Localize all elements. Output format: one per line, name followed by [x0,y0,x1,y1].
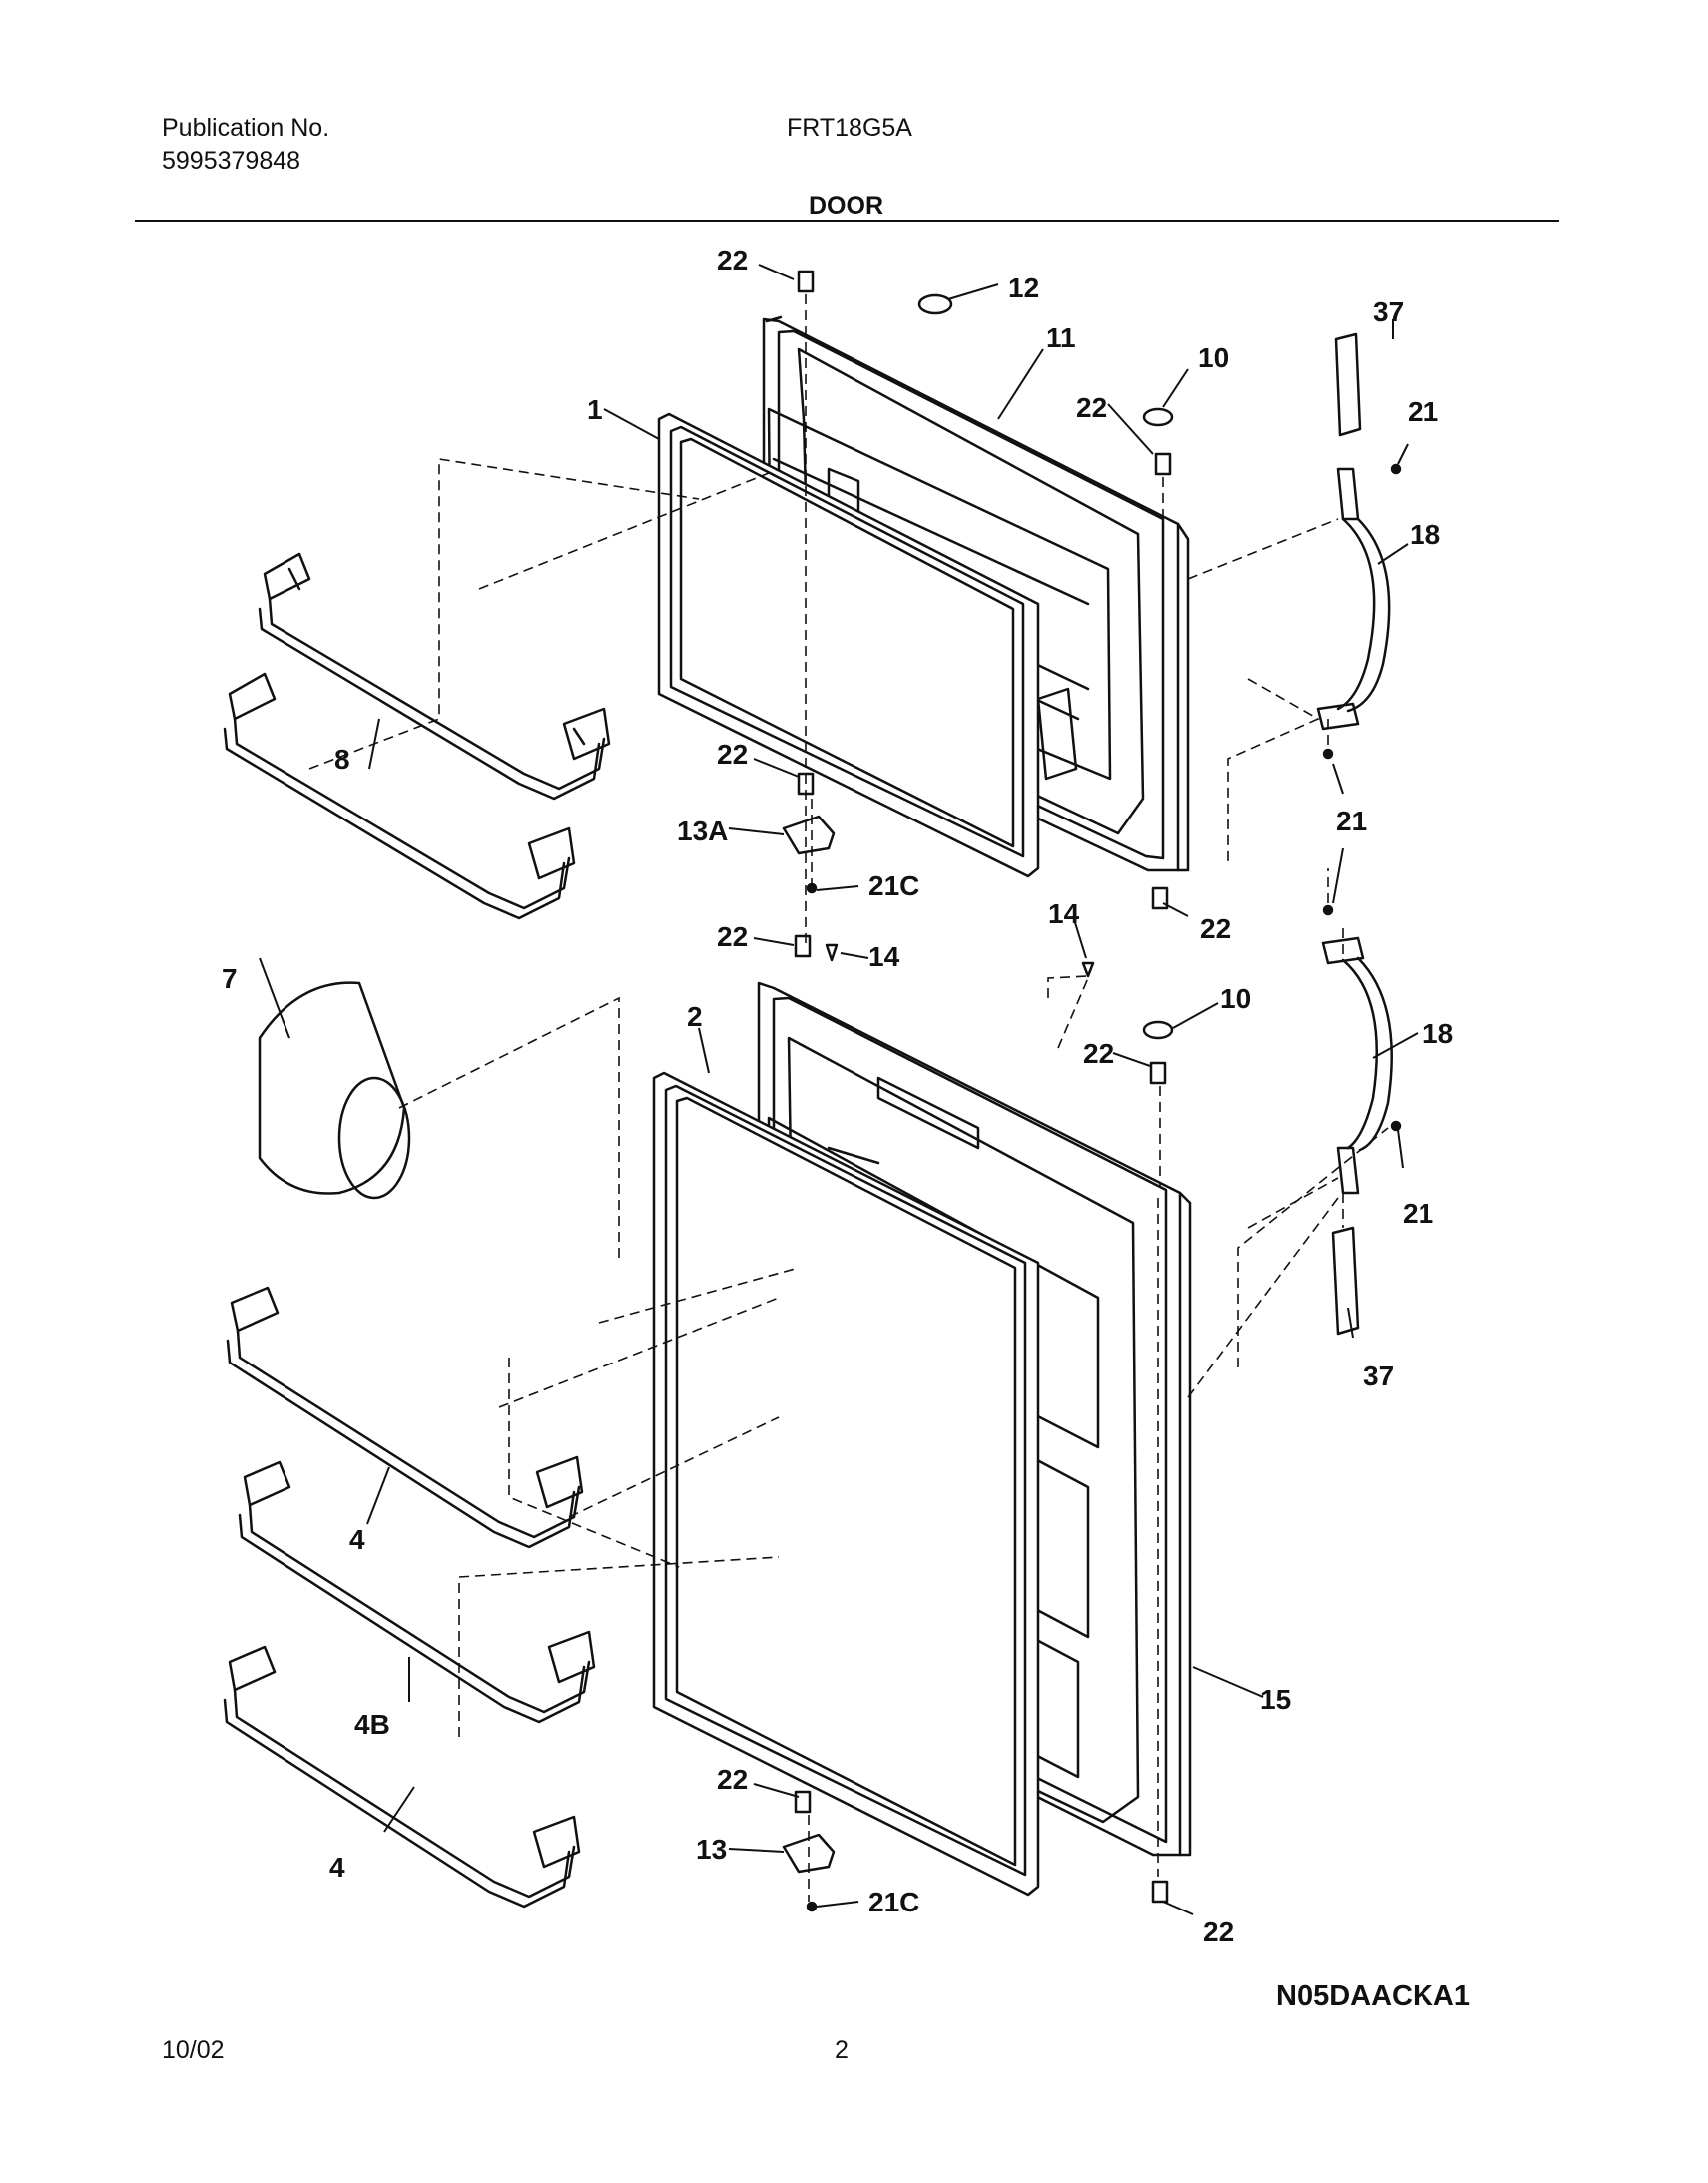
assembly-lines [308,294,1389,1902]
fresh-food-door-shelf-drawing [226,1286,584,1549]
callout-4: 4 [329,1852,345,1883]
callout-10: 10 [1198,342,1229,373]
callout-22: 22 [717,739,748,770]
callout-10: 10 [1220,983,1251,1014]
fresh-food-door-shelf-4b-drawing [238,1460,596,1724]
section-title: DOOR [809,192,883,220]
callout-1: 1 [587,394,603,425]
callout-15: 15 [1260,1684,1291,1715]
revision-date: 10/02 [162,2036,225,2064]
callout-14: 14 [1048,898,1080,929]
model-number: FRT18G5A [787,114,912,142]
fresh-food-handle-drawing [1321,936,1393,1195]
callout-22: 22 [1076,392,1107,423]
callout-21: 21 [1336,806,1367,836]
callout-13: 13 [696,1834,727,1865]
publication-number: 5995379848 [162,147,301,175]
hole-plug-drawing [1142,1020,1174,1040]
header-divider [135,220,1559,222]
callout-22: 22 [1083,1038,1114,1069]
callout-37: 37 [1373,296,1404,327]
callout-37: 37 [1363,1361,1394,1391]
callout-18: 18 [1410,519,1440,550]
freezer-door-shelf-drawing [258,552,611,801]
callout-18: 18 [1423,1018,1453,1049]
hinge-13a-drawing [782,815,836,855]
callout-7: 7 [222,963,238,994]
leader-lines [259,264,1419,1915]
publication-label: Publication No. [162,114,330,142]
fresh-food-door-gasket-drawing [652,1071,1040,1897]
callout-8: 8 [334,744,350,775]
screw-14-drawing [825,943,1095,978]
fresh-food-door-shelf-drawing [223,1645,581,1909]
callout-21: 21 [1403,1198,1433,1229]
handle-end-cap-drawing [1334,332,1362,437]
page-number: 2 [835,2036,849,2064]
hole-plug-drawing [917,293,953,315]
handle-end-cap-drawing [1331,1226,1360,1336]
callout-22: 22 [717,921,748,952]
callout-11: 11 [1046,322,1076,353]
freezer-handle-drawing [1316,467,1391,731]
callout-12: 12 [1008,273,1039,303]
hinge-13-drawing [782,1833,836,1874]
callout-22: 22 [717,245,748,275]
callout-4b: 4B [354,1709,390,1740]
callout-21c: 21C [868,870,919,901]
callout-22: 22 [1200,913,1231,944]
callout-13a: 13A [677,816,728,846]
callout-4: 4 [349,1524,365,1555]
freezer-door-gasket-drawing [657,412,1040,878]
callout-2: 2 [687,1001,703,1032]
drawing-code: N05DAACKA1 [1276,1980,1470,2012]
callout-21c: 21C [868,1887,919,1917]
screw-21-drawing [806,463,1402,1912]
callout-14: 14 [868,941,900,972]
screw-drawing [794,270,1172,1904]
freezer-door-shelf-drawing [223,672,576,920]
dairy-bin-drawing [258,981,411,1200]
callout-22: 22 [1203,1916,1234,1947]
hole-plug-drawing [1142,407,1174,427]
callout-22: 22 [717,1764,748,1795]
callout-21: 21 [1408,396,1438,427]
